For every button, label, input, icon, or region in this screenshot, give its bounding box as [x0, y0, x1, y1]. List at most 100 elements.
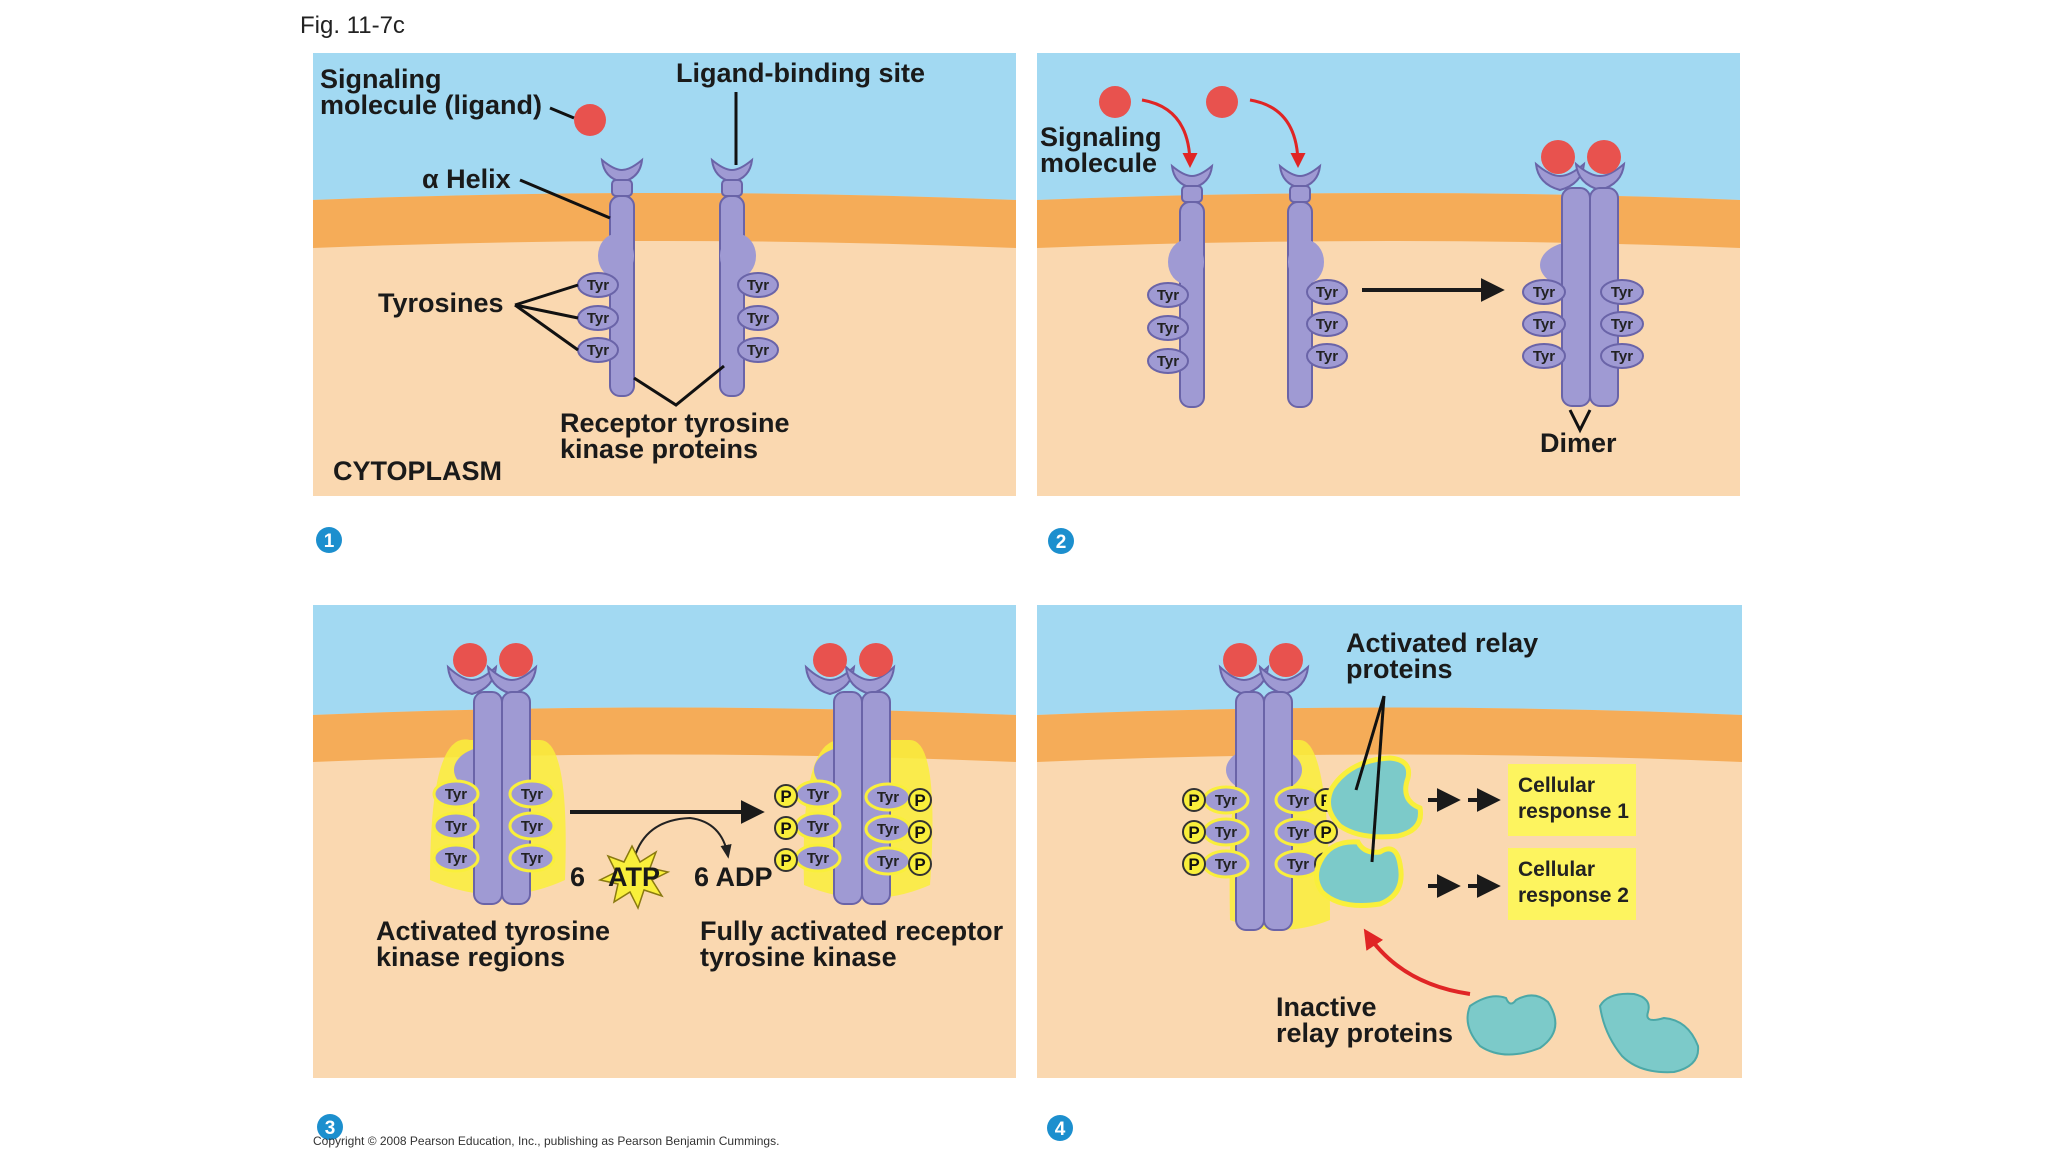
phosphate-label: P: [780, 787, 791, 806]
relay-label-line1: Activated relay: [1346, 628, 1538, 658]
tyr-label: Tyr: [1611, 348, 1633, 365]
tyrosine-1: Tyr: [1306, 279, 1348, 305]
activation-arrow: [1363, 928, 1471, 996]
phospho-tyrosine-3: Tyr P: [1182, 849, 1250, 879]
tyrosine-4: Tyr: [508, 779, 556, 809]
phospho-tyrosine-1: Tyr P: [774, 779, 842, 809]
tyr-label: Tyr: [1533, 284, 1555, 301]
atp-conversion-arrow: [631, 816, 732, 869]
activated-label-line2: kinase regions: [376, 942, 565, 972]
tyrosine-6: Tyr: [1600, 343, 1644, 369]
step-4-badge: 4: [1047, 1115, 1073, 1141]
tyr-label: Tyr: [807, 850, 829, 867]
phosphate-label: P: [914, 823, 925, 842]
step-3-number: 3: [325, 1118, 336, 1139]
fully-activated-label-line1: Fully activated receptor: [700, 916, 1004, 946]
tyr-label: Tyr: [1316, 316, 1338, 333]
atp-star-icon: [597, 844, 671, 910]
binding-arrow: [1141, 98, 1198, 168]
tyrosine-1: Tyr: [1147, 282, 1189, 308]
tyr-label: Tyr: [877, 789, 899, 806]
tyr-label: Tyr: [587, 342, 609, 359]
tyr-label: Tyr: [1215, 792, 1237, 809]
tyrosine-2: Tyr: [577, 305, 619, 331]
phospho-tyrosine-1: Tyr P: [1182, 785, 1250, 815]
ligand-molecule: [499, 643, 533, 677]
panel-2-background: [1037, 53, 1740, 496]
tyr-label: Tyr: [445, 850, 467, 867]
fully-activated-dimer: Tyr P Tyr P Tyr P Tyr P Tyr P Tyr P: [774, 643, 933, 905]
phosphate-label: P: [780, 819, 791, 838]
tyr-label: Tyr: [747, 310, 769, 327]
tyr-label: Tyr: [445, 786, 467, 803]
tyrosine-2: Tyr: [1147, 315, 1189, 341]
tyrosine-5: Tyr: [1600, 311, 1644, 337]
relay-label-line2: proteins: [1346, 654, 1453, 684]
ligand-label-line1: Signaling: [320, 64, 442, 94]
phospho-tyrosine-2: Tyr P: [774, 811, 842, 841]
tyrosine-1: Tyr: [737, 272, 779, 298]
tyrosine-3: Tyr: [1147, 348, 1189, 374]
phospho-tyrosine-6: Tyr P: [864, 846, 932, 876]
ligand-molecule: [1223, 643, 1257, 677]
receptor-monomer: Tyr Tyr Tyr: [710, 157, 779, 397]
ligand-molecule: [574, 104, 606, 136]
ligand-molecule: [1587, 140, 1621, 174]
tyr-label: Tyr: [587, 310, 609, 327]
tyr-label: Tyr: [1287, 856, 1309, 873]
phospho-tyrosine-4: Tyr P: [864, 782, 932, 812]
response1-line1: Cellular: [1518, 774, 1595, 797]
phosphate-label: P: [1188, 855, 1199, 874]
inactive-label-line2: relay proteins: [1276, 1018, 1453, 1048]
phosphate-label: P: [914, 855, 925, 874]
rtk-label-line1: Receptor tyrosine: [560, 408, 790, 438]
phosphate-label: P: [1188, 791, 1199, 810]
step-1-badge: 1: [316, 527, 342, 553]
panel-4: Tyr P Tyr P Tyr P Tyr P Tyr P Tyr P: [1182, 628, 1700, 1074]
activated-relay-protein: [1314, 839, 1404, 908]
phospho-tyrosine-2: Tyr P: [1182, 817, 1250, 847]
tyrosine-3: Tyr: [1522, 343, 1566, 369]
fully-activated-label-line2: tyrosine kinase: [700, 942, 897, 972]
tyr-label: Tyr: [521, 786, 543, 803]
cellular-response-1-box: Cellular response 1: [1508, 764, 1636, 836]
tyrosine-3: Tyr: [737, 337, 779, 363]
ligand-molecule: [1541, 140, 1575, 174]
ligand-molecule: [1206, 86, 1238, 118]
tyr-label: Tyr: [1533, 348, 1555, 365]
inactive-relay-protein: [1466, 994, 1557, 1056]
dimer-bracket: [1568, 409, 1592, 434]
tyrosine-3: Tyr: [1306, 343, 1348, 369]
ligand-molecule: [813, 643, 847, 677]
activated-dimer: Tyr Tyr Tyr Tyr Tyr Tyr: [430, 643, 566, 905]
relay-leader-line: [1354, 695, 1386, 791]
panel-1: Tyr Tyr Tyr Tyr Tyr: [320, 58, 925, 486]
step-2-number: 2: [1056, 532, 1067, 553]
tyr-label: Tyr: [877, 853, 899, 870]
panel-3: Tyr Tyr Tyr Tyr Tyr Tyr 6 ATP 6 ADP Tyr …: [376, 643, 1004, 972]
ligand-label-line2: molecule (ligand): [320, 90, 542, 120]
tyr-label: Tyr: [1611, 316, 1633, 333]
signal-label-line1: Signaling: [1040, 122, 1162, 152]
ligand-molecule: [1099, 86, 1131, 118]
tyrosine-3: Tyr: [432, 843, 480, 873]
tyrosine-1: Tyr: [577, 272, 619, 298]
leader-lines: [514, 92, 738, 407]
tyrosine-2: Tyr: [1306, 311, 1348, 337]
tyrosines-label: Tyrosines: [378, 288, 504, 318]
activated-label-line1: Activated tyrosine: [376, 916, 610, 946]
activated-relay-protein: [1325, 755, 1424, 840]
binding-site-label: Ligand-binding site: [676, 58, 925, 88]
response2-line2: response 2: [1518, 884, 1629, 907]
signal-label-line2: molecule: [1040, 148, 1157, 178]
tyr-label: Tyr: [521, 850, 543, 867]
phospho-tyrosine-3: Tyr P: [774, 843, 842, 873]
tyrosine-5: Tyr: [508, 811, 556, 841]
tyrosine-4: Tyr: [1600, 279, 1644, 305]
panel-1-background: [313, 53, 1016, 496]
step-4-number: 4: [1055, 1119, 1066, 1140]
rtk-label-line2: kinase proteins: [560, 434, 758, 464]
relay-leader-line: [1370, 695, 1386, 863]
helix-label: α Helix: [422, 164, 511, 194]
copyright-notice: Copyright © 2008 Pearson Education, Inc.…: [313, 1134, 780, 1148]
